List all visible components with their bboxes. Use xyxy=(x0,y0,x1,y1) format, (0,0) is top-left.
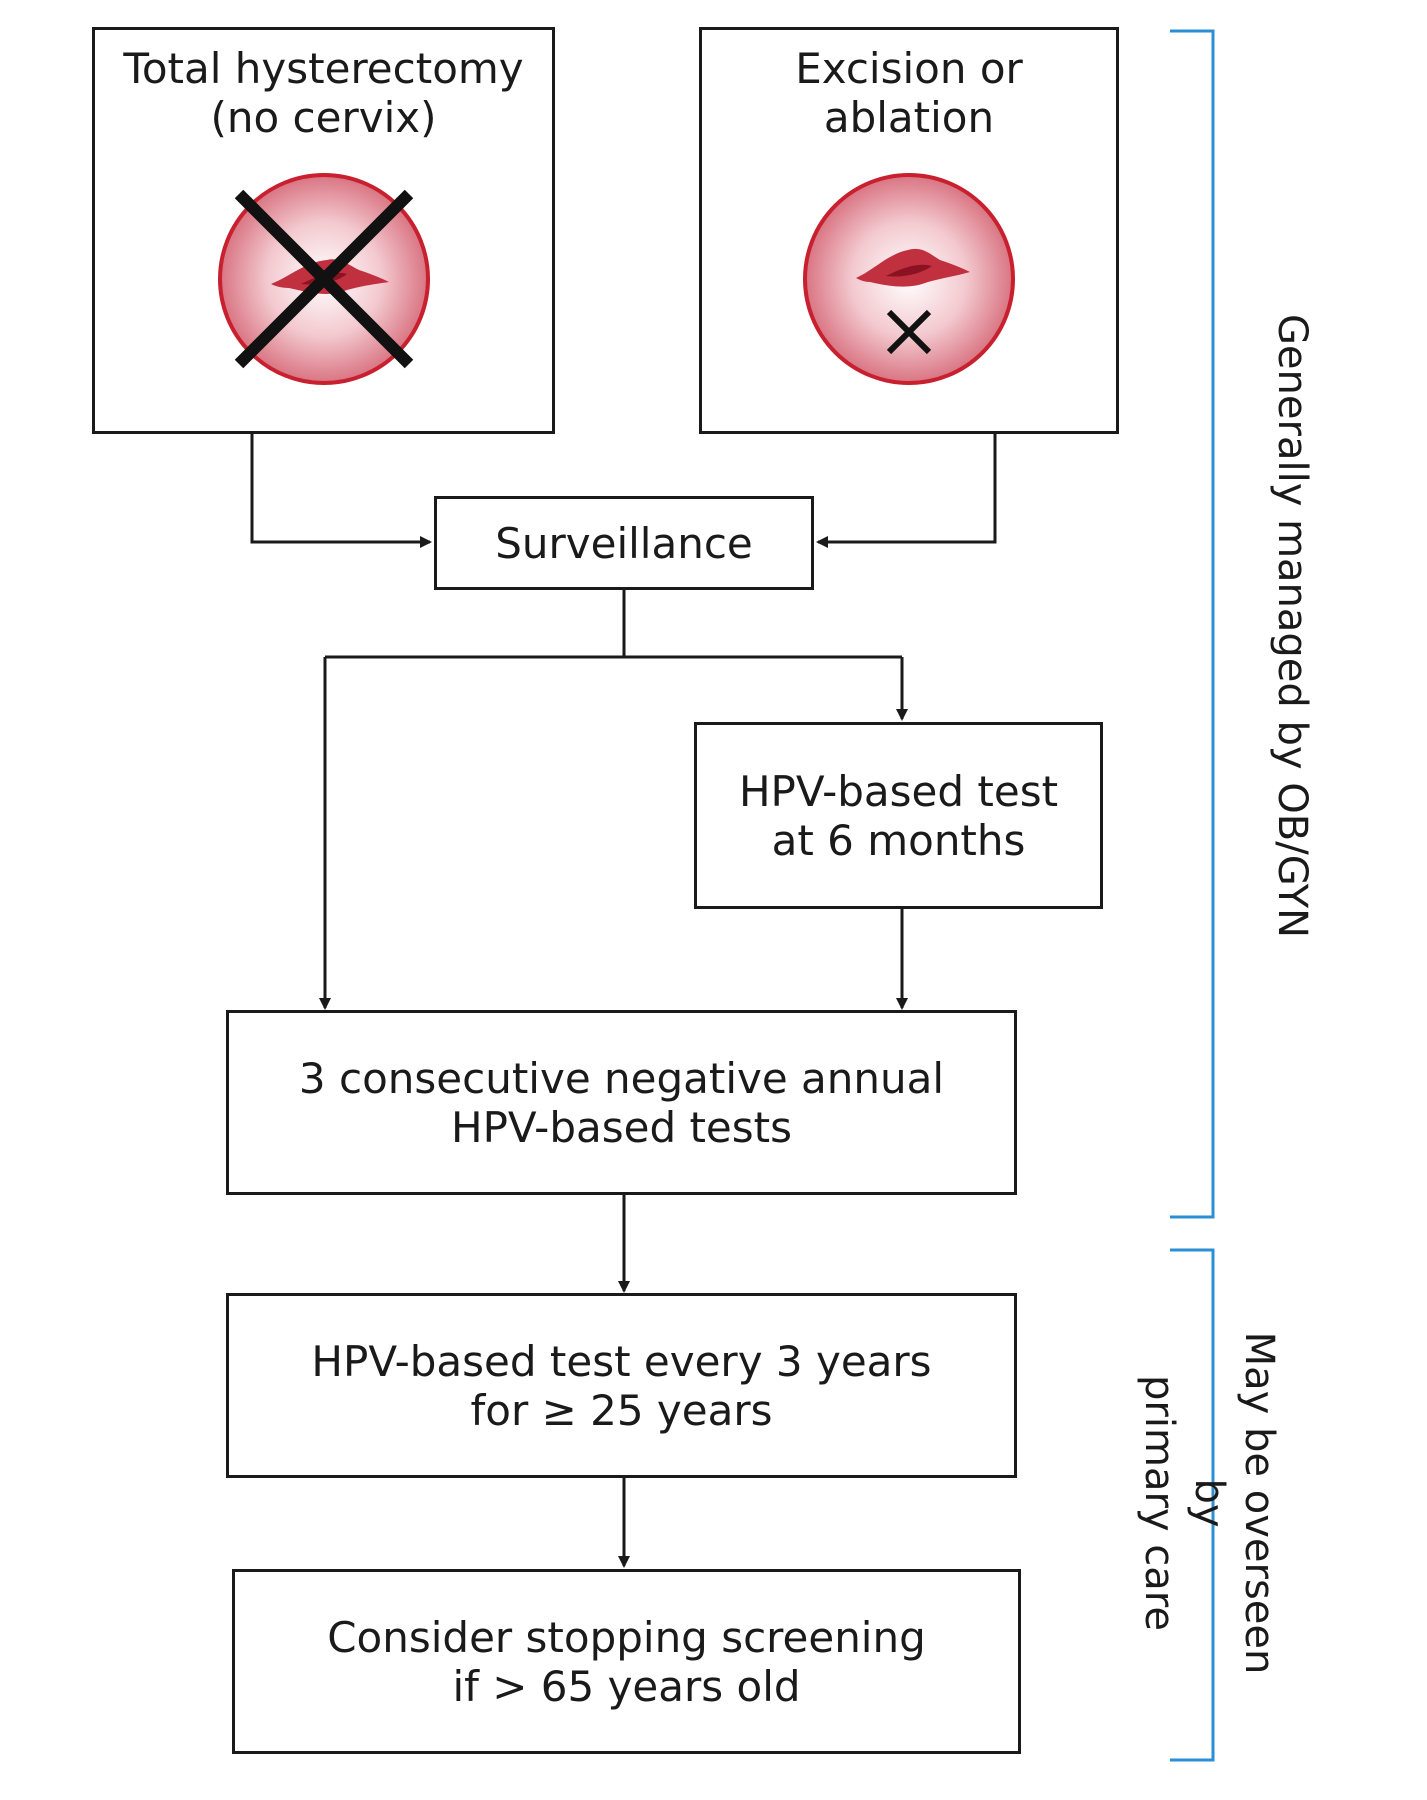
hysterectomy-label: Total hysterectomy (no cervix) xyxy=(123,44,524,142)
arrow-hysterectomy-to-surveillance xyxy=(250,434,432,548)
hpv-6-months-label: HPV-based test at 6 months xyxy=(738,766,1059,865)
three-negative-box: 3 consecutive negative annual HPV-based … xyxy=(226,1010,1017,1195)
surveillance-label: Surveillance xyxy=(495,518,753,568)
hpv-6-months-box: HPV-based test at 6 months xyxy=(694,722,1103,909)
cervix-lesion-small-x-icon xyxy=(803,173,1015,385)
primary-care-bracket-label: May be overseen by primary care xyxy=(1136,1331,1282,1675)
bracket-obgyn xyxy=(1170,29,1215,1219)
excision-label: Excision or ablation xyxy=(795,44,1023,142)
cervix-crossed-out-icon xyxy=(217,173,430,385)
hpv-every-3-years-label: HPV-based test every 3 years for ≥ 25 ye… xyxy=(311,1336,932,1435)
bracket-primary-care xyxy=(1170,1248,1215,1762)
obgyn-bracket-label: Generally managed by OB/GYN xyxy=(1269,313,1315,939)
excision-box: Excision or ablation xyxy=(699,27,1119,434)
consider-stopping-box: Consider stopping screening if > 65 year… xyxy=(232,1569,1021,1754)
hysterectomy-box: Total hysterectomy (no cervix) xyxy=(92,27,555,434)
three-negative-label: 3 consecutive negative annual HPV-based … xyxy=(298,1053,945,1152)
surveillance-box: Surveillance xyxy=(434,496,814,590)
hpv-every-3-years-box: HPV-based test every 3 years for ≥ 25 ye… xyxy=(226,1293,1017,1478)
consider-stopping-label: Consider stopping screening if > 65 year… xyxy=(327,1612,926,1711)
arrow-excision-to-surveillance xyxy=(816,434,997,548)
